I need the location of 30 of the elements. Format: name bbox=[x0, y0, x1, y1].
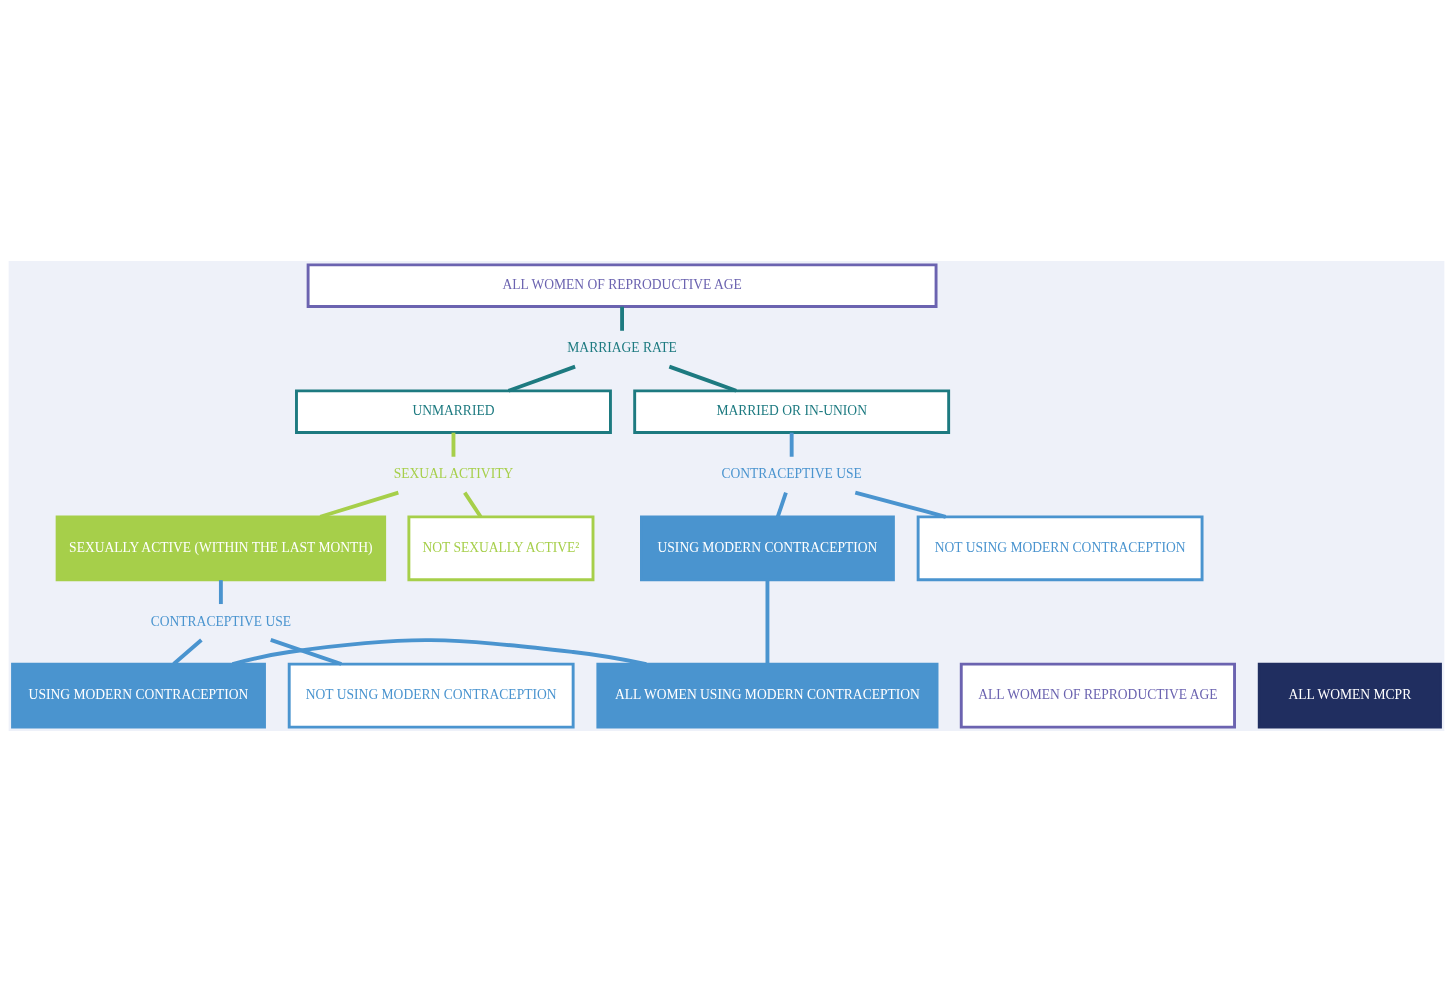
connector bbox=[463, 491, 483, 518]
connector bbox=[270, 637, 342, 666]
node-text: CONTRACEPTIVE USE bbox=[150, 613, 292, 629]
node-text: SEXUAL ACTIVITY bbox=[393, 465, 514, 481]
node-box: ALL WOMEN MCPR bbox=[1257, 662, 1442, 729]
connector bbox=[775, 491, 788, 517]
node-box: ALL WOMEN OF REPRODUCTIVE AGE bbox=[959, 662, 1236, 729]
connector bbox=[668, 364, 737, 393]
node-box: NOT SEXUALLY ACTIVE² bbox=[407, 514, 595, 581]
connector bbox=[854, 490, 947, 519]
node-text: MARRIAGE RATE bbox=[567, 339, 677, 355]
node-text: CONTRACEPTIVE USE bbox=[721, 465, 862, 481]
connector bbox=[789, 432, 794, 457]
connector bbox=[172, 638, 203, 665]
node-box: NOT USING MODERN CONTRACEPTION bbox=[287, 662, 575, 729]
connector bbox=[218, 579, 223, 604]
connector bbox=[620, 306, 625, 331]
node-box: UNMARRIED bbox=[295, 388, 612, 434]
node-box: USING MODERN CONTRACEPTION bbox=[11, 662, 266, 729]
node-box: ALL WOMEN OF REPRODUCTIVE AGE bbox=[306, 262, 938, 308]
node-box: NOT USING MODERN CONTRACEPTION bbox=[916, 514, 1204, 581]
connector bbox=[232, 637, 647, 666]
connector bbox=[765, 579, 770, 664]
connector bbox=[319, 490, 399, 519]
connector bbox=[507, 364, 576, 393]
node-box: SEXUALLY ACTIVE (WITHIN THE LAST MONTH) bbox=[55, 514, 387, 581]
node-box: ALL WOMEN USING MODERN CONTRACEPTION bbox=[596, 662, 939, 729]
connector bbox=[451, 432, 456, 457]
node-box: MARRIED OR IN-UNION bbox=[633, 388, 951, 434]
node-box: USING MODERN CONTRACEPTION bbox=[640, 514, 895, 581]
